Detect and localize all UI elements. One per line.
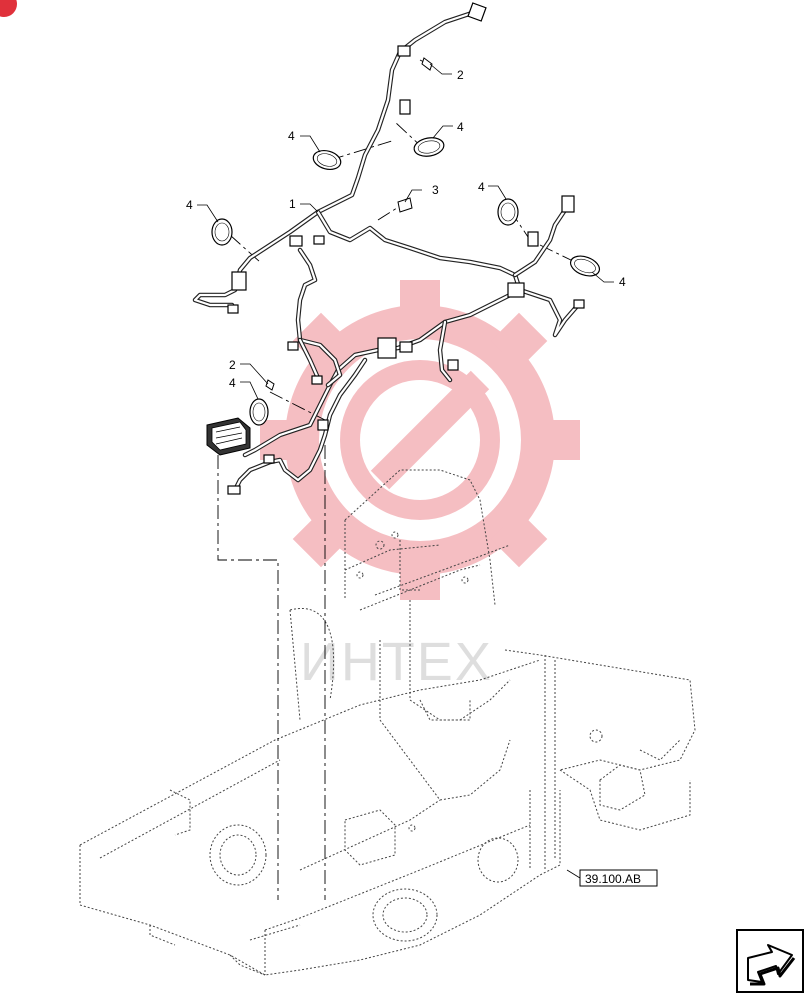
arrow-icon[interactable] [736, 929, 804, 993]
callout-label: 2 [457, 68, 464, 82]
grommet [312, 149, 342, 171]
callout-label: 4 [457, 120, 464, 134]
callout-label: 4 [619, 275, 626, 289]
callout-label: 3 [432, 183, 439, 197]
callout-label: 4 [186, 198, 193, 212]
callout-label: 2 [229, 358, 236, 372]
badge-icon [0, 0, 17, 17]
grommets [211, 137, 601, 426]
watermark: ИНТЕХ [260, 280, 580, 692]
callout-label: 4 [478, 180, 485, 194]
watermark-text: ИНТЕХ [300, 632, 493, 692]
leader-lines [197, 63, 614, 400]
reference-box: 39.100.AB [566, 869, 658, 887]
ecu-connector [206, 417, 251, 456]
connectors [206, 2, 585, 495]
machine-frame [79, 469, 696, 976]
reference-label: 39.100.AB [585, 872, 641, 886]
callouts: 1 2 2 3 4 4 4 4 4 4 [186, 68, 626, 390]
callout-label: 4 [288, 129, 295, 143]
watermark-gear-icon [260, 280, 580, 600]
grommet [413, 137, 445, 157]
callout-label: 1 [289, 197, 296, 211]
small-parts [265, 57, 433, 391]
grommet [569, 255, 601, 277]
callout-label: 4 [229, 376, 236, 390]
